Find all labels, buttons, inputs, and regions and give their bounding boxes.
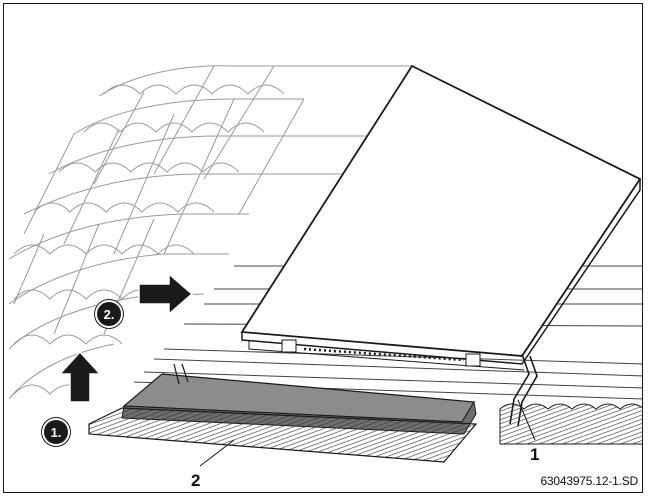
document-id: 63043975.12-1.SD — [540, 474, 638, 488]
step-marker-1: 1. — [42, 418, 70, 446]
step-marker-2: 2. — [95, 300, 123, 328]
arrow-up-icon — [58, 350, 102, 403]
figure-frame: 1 2 1. 2. 63043975.12-1.SD — [3, 3, 643, 493]
flashing-strip — [88, 363, 478, 463]
callout-part-2: 2 — [191, 471, 201, 490]
solar-panel — [240, 64, 642, 371]
roof-tiles — [8, 65, 305, 400]
installation-diagram — [8, 64, 642, 467]
leader-line-2 — [199, 439, 235, 467]
callout-part-1: 1 — [530, 445, 540, 464]
leader-line-1 — [517, 399, 536, 441]
eave-tiles — [499, 403, 642, 445]
arrow-right-icon — [138, 272, 194, 316]
